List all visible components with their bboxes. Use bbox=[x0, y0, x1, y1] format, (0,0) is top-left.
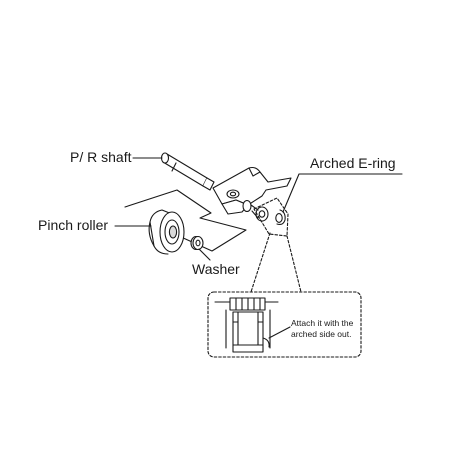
detail-box bbox=[207, 291, 362, 358]
ering-dashed-callout bbox=[253, 197, 289, 237]
washer-part bbox=[190, 235, 204, 251]
arched-ering-label: Arched E-ring bbox=[310, 155, 396, 171]
detail-leader-right bbox=[286, 235, 302, 293]
frame-plate-outline bbox=[124, 189, 247, 252]
washer-leader bbox=[198, 248, 211, 261]
detail-illustration bbox=[214, 297, 279, 353]
pr-shaft-label: P/ R shaft bbox=[70, 149, 132, 165]
arched-ering-leader bbox=[282, 173, 403, 213]
pinch-roller-label: Pinch roller bbox=[38, 217, 109, 233]
bracket-part bbox=[212, 166, 292, 215]
arched-ering-part bbox=[275, 209, 286, 226]
detail-note-leader bbox=[268, 326, 291, 339]
pinch-roller-part bbox=[148, 209, 185, 255]
pr-shaft-part bbox=[160, 152, 215, 191]
washer-label: Washer bbox=[192, 261, 240, 277]
detail-note-line2: arched side out. bbox=[291, 329, 352, 340]
detail-note: Attach it with the arched side out. bbox=[291, 318, 353, 341]
detail-leader-left bbox=[250, 232, 271, 293]
detail-note-line1: Attach it with the bbox=[291, 318, 354, 328]
